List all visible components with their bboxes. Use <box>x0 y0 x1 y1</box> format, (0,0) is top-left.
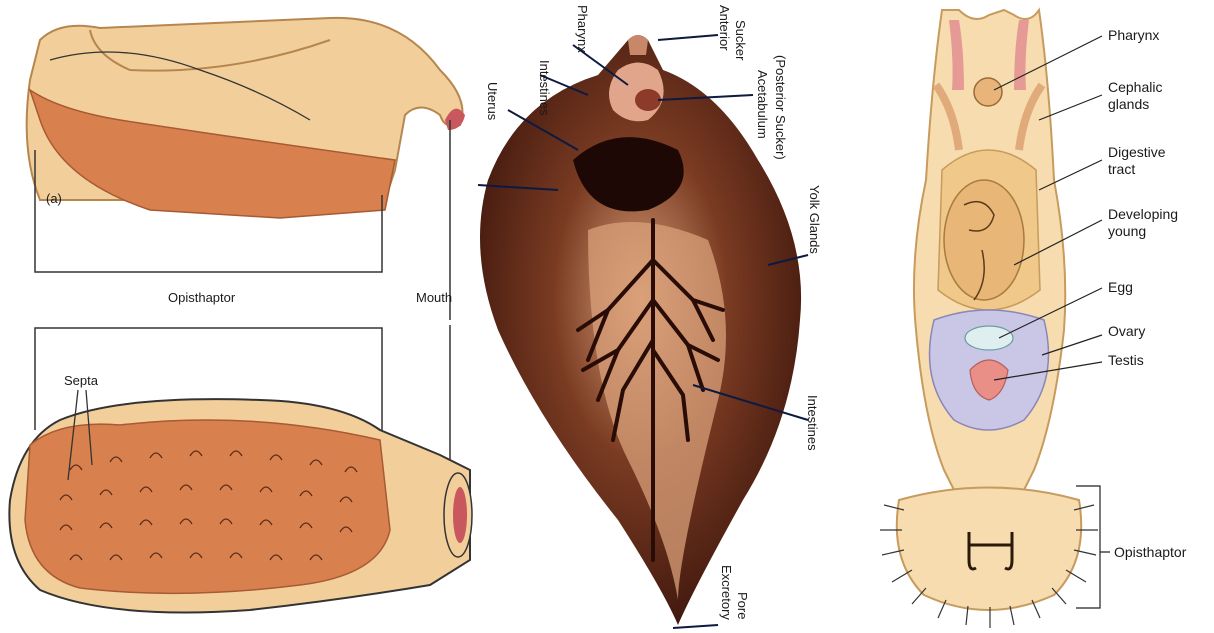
label-acetabulum-1: Acetabulum <box>755 70 770 139</box>
label-developing-2: young <box>1108 223 1146 239</box>
label-testis: Testis <box>1108 352 1144 368</box>
panel-c-labeled-anatomy: Pharynx Cephalic glands Digestive tract … <box>864 0 1214 633</box>
label-pharynx-c: Pharynx <box>1108 27 1159 43</box>
fluke-body <box>480 35 801 625</box>
sublabel-a: (a) <box>46 191 62 206</box>
panel-b-fluke-micrograph: Intestines Pharynx Anterior Sucker Aceta… <box>478 0 864 633</box>
mouth-label: Mouth <box>416 290 452 305</box>
label-uterus: Uterus <box>485 82 500 121</box>
label-intestines-top: Intestines <box>537 60 552 116</box>
label-digestive-2: tract <box>1108 161 1135 177</box>
panel-a-svg: (a) Opisthaptor Mouth Septa <box>0 0 478 633</box>
label-ovary: Ovary <box>1108 323 1145 339</box>
label-yolk-glands: Yolk Glands <box>807 185 822 254</box>
label-pharynx-b: Pharynx <box>575 5 590 53</box>
label-anterior-1: Anterior <box>717 5 732 51</box>
septa-label: Septa <box>64 373 99 388</box>
panel-b-svg: Intestines Pharynx Anterior Sucker Aceta… <box>478 0 864 633</box>
label-developing-1: Developing <box>1108 206 1178 222</box>
ventral-view-body <box>9 399 472 612</box>
label-cephalic-1: Cephalic <box>1108 79 1162 95</box>
opisthaptor-label-a: Opisthaptor <box>168 290 236 305</box>
label-anterior-2: Sucker <box>733 20 748 61</box>
label-excretory-2: Pore <box>735 592 750 619</box>
label-cephalic-2: glands <box>1108 96 1149 112</box>
panel-a-monogenean-drawings: (a) Opisthaptor Mouth Septa <box>0 0 478 633</box>
label-digestive-1: Digestive <box>1108 144 1166 160</box>
panel-c-svg: Pharynx Cephalic glands Digestive tract … <box>864 0 1214 633</box>
label-excretory-1: Excretory <box>719 565 734 620</box>
label-intestines-lower: Intestines <box>805 395 820 451</box>
organism-body <box>897 10 1081 610</box>
label-egg: Egg <box>1108 279 1133 295</box>
side-view-body <box>27 18 465 218</box>
label-opisthaptor-c: Opisthaptor <box>1114 544 1187 560</box>
label-acetabulum-2: (Posterior Sucker) <box>773 55 788 160</box>
